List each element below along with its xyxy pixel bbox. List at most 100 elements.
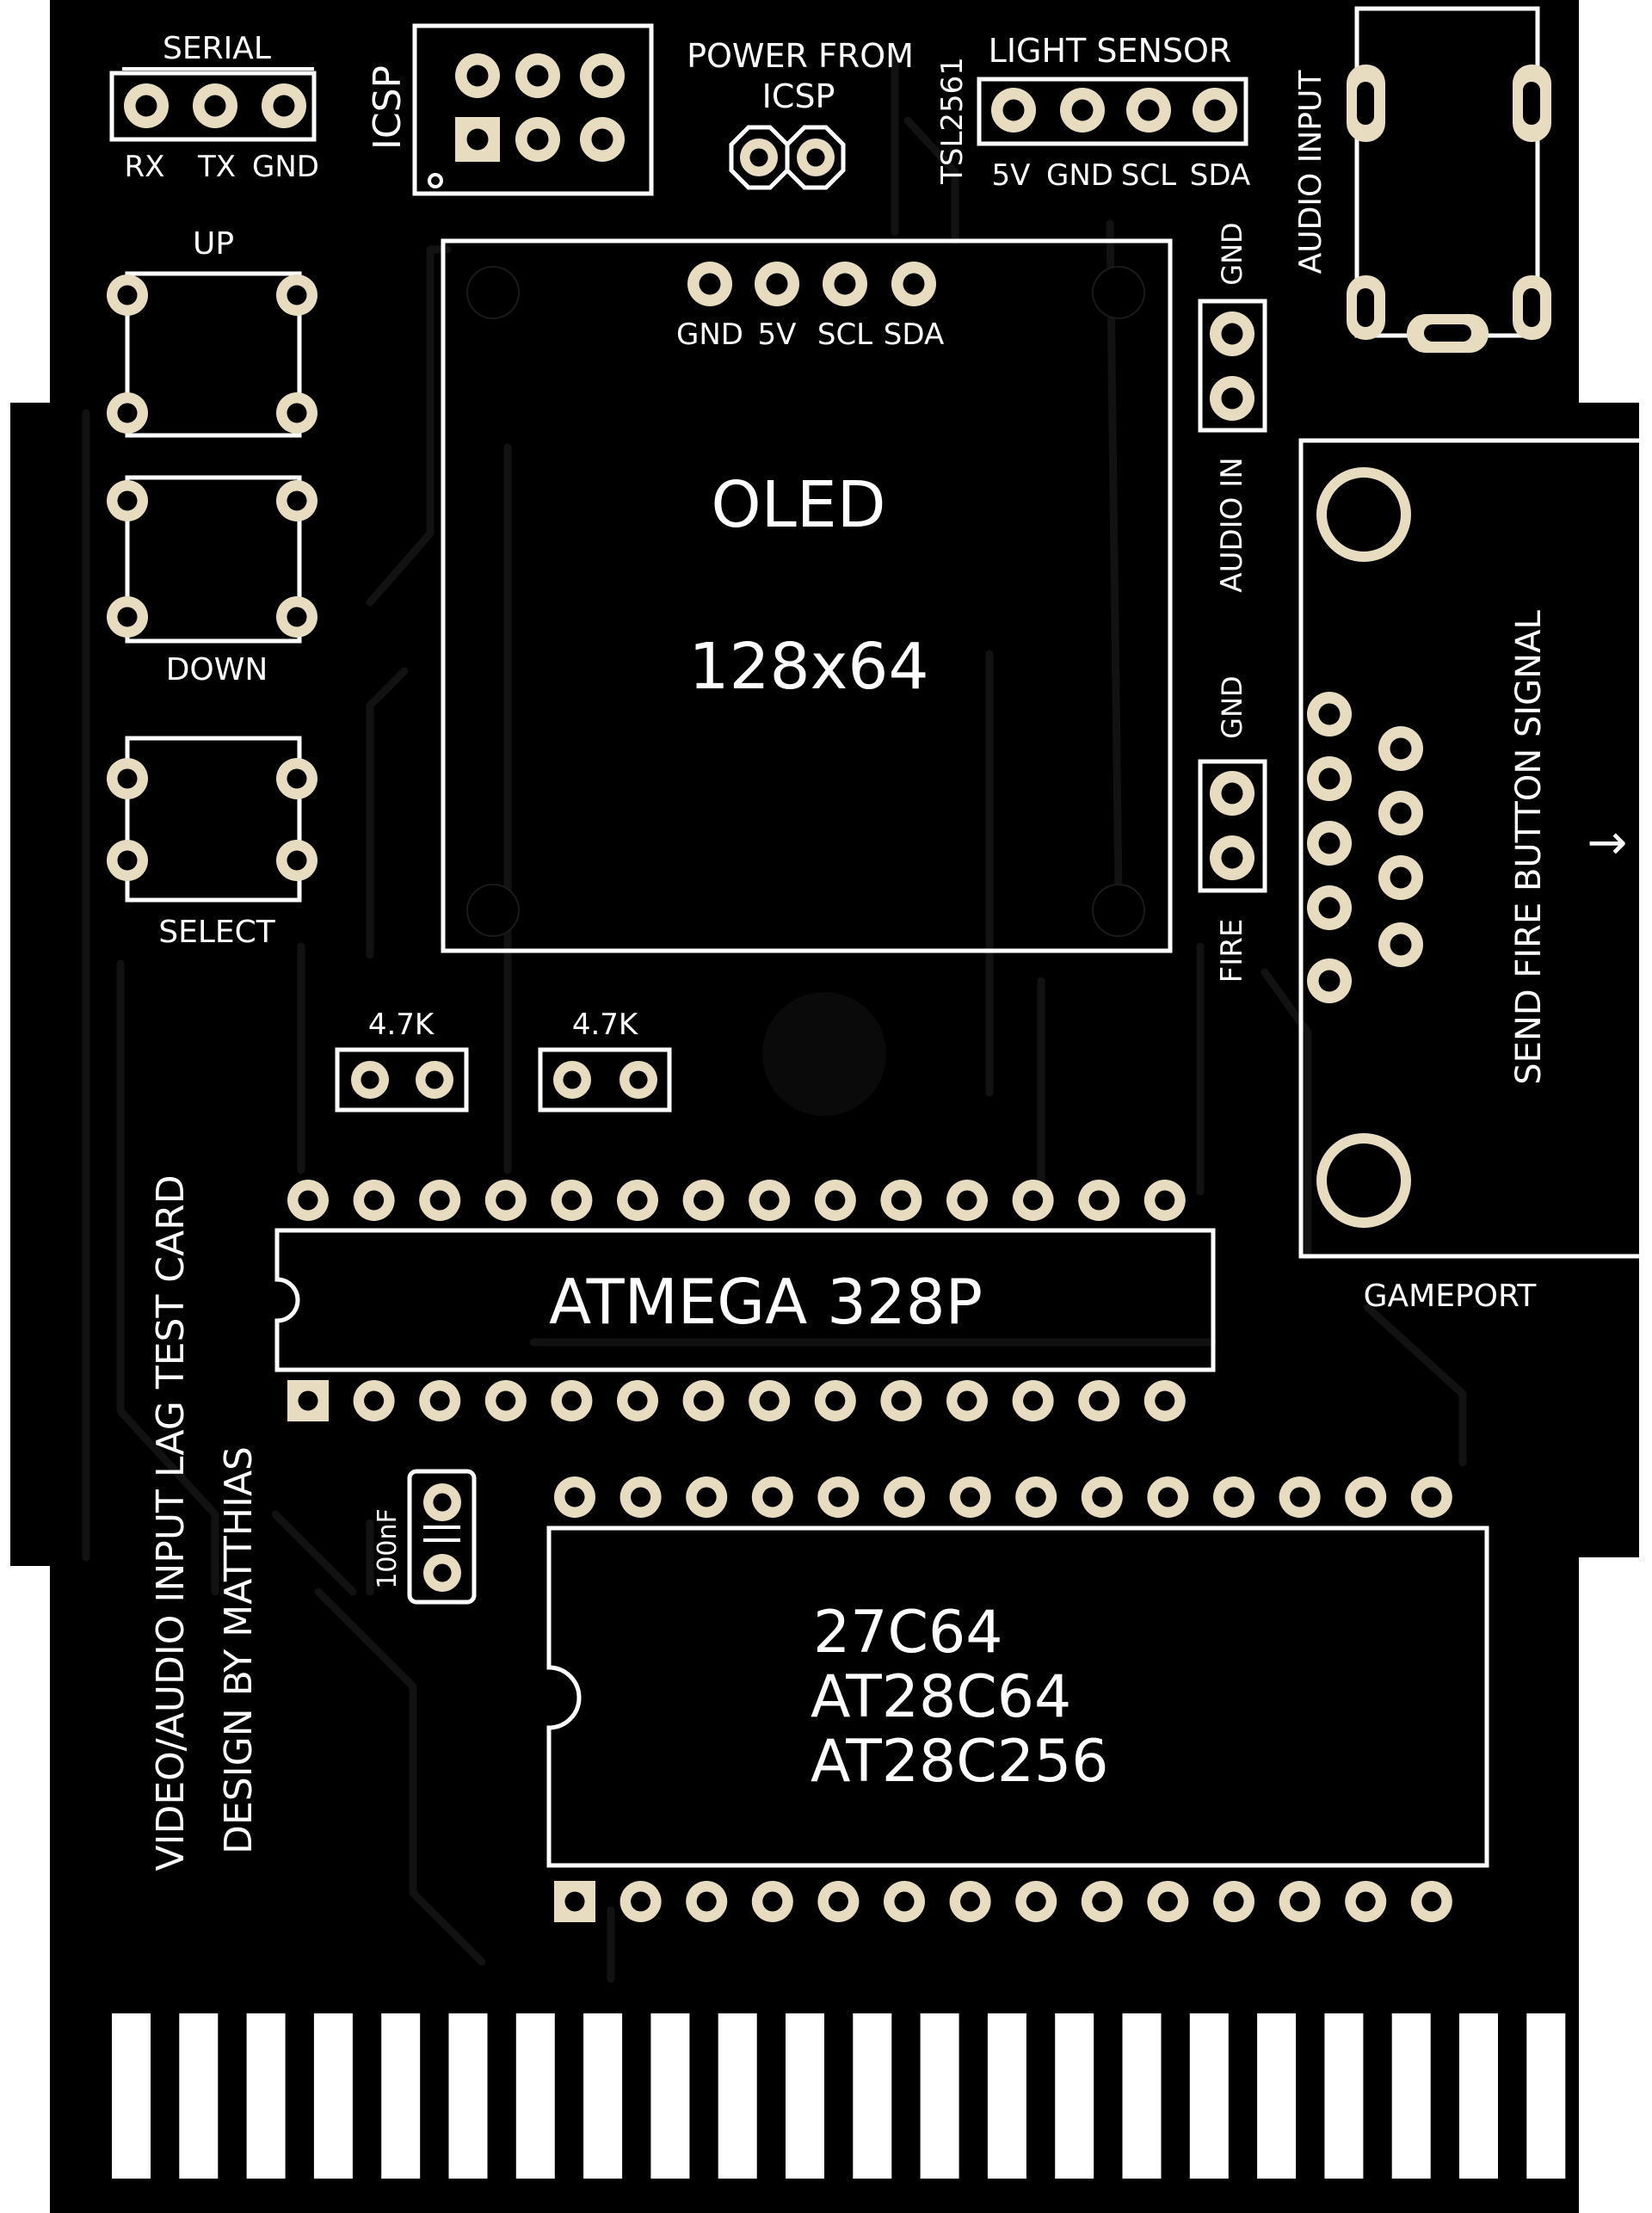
atmega-pin: [1078, 1180, 1120, 1221]
atmega-pin: [946, 1380, 988, 1421]
up-button[interactable]: UP: [125, 226, 302, 438]
audio-input-label: AUDIO INPUT: [1293, 70, 1328, 274]
eeprom-pin: [1213, 1476, 1254, 1518]
eeprom-pin: [1147, 1476, 1189, 1518]
eeprom-pin: [817, 1476, 860, 1518]
fire-gnd-label: GND: [1216, 675, 1248, 738]
eeprom-pin: [1213, 1881, 1254, 1922]
eeprom-pin: [1279, 1476, 1321, 1518]
eeprom-label-1: 27C64: [813, 1599, 1003, 1667]
eeprom-pin: [620, 1881, 662, 1922]
atmega-pin: [617, 1380, 658, 1421]
button-pin: [276, 392, 317, 434]
oled-scl-pin-label: SCL: [817, 317, 872, 352]
button-pin: [107, 840, 148, 881]
edge-contact: [920, 2013, 959, 2179]
power-jumper-pin: [740, 139, 778, 176]
edge-contact: [1257, 2013, 1297, 2179]
arrow-right-icon: →: [1587, 815, 1628, 871]
oled-label: OLED: [711, 468, 885, 542]
eeprom-pin: [554, 1881, 595, 1922]
atmega-chip: ATMEGA 328P: [274, 1228, 1216, 1372]
edge-contact: [112, 2013, 151, 2179]
fire-pin: [1210, 835, 1254, 880]
icsp-pin: [515, 53, 560, 98]
eeprom-pin: [884, 1881, 925, 1922]
eeprom-pin: [1015, 1476, 1057, 1518]
designer-credit: DESIGN BY MATTHIAS: [217, 1446, 261, 1854]
button-pin: [276, 480, 317, 521]
edge-contact: [853, 2013, 892, 2179]
resistor-pin: [553, 1061, 591, 1099]
serial-pin: [124, 83, 169, 128]
atmega-pin: [287, 1180, 329, 1221]
capacitor-label: 100nF: [373, 1508, 403, 1589]
button-pin: [276, 596, 317, 638]
icsp-pin: [455, 117, 500, 162]
serial-pin: [193, 83, 237, 128]
send-fire-label: SEND FIRE BUTTON SIGNAL: [1509, 610, 1549, 1085]
edge-contact: [246, 2013, 286, 2179]
eeprom-pin: [1279, 1881, 1321, 1922]
oled-resolution-label: 128x64: [688, 630, 928, 704]
eeprom-pin: [949, 1476, 991, 1518]
light-sensor-pin: [1060, 88, 1105, 133]
capacitor-pin: [423, 1483, 461, 1521]
oled-pin: [823, 262, 867, 306]
serial-tx-label: TX: [197, 150, 236, 184]
atmega-label: ATMEGA 328P: [549, 1266, 983, 1338]
gameport-pin: [1307, 885, 1352, 930]
capacitor-100nf: 100nF: [373, 1469, 477, 1605]
eeprom-pin: [1410, 1881, 1452, 1922]
button-pin: [107, 480, 148, 521]
edge-contact: [987, 2013, 1026, 2179]
oled-5v-pin-label: 5V: [758, 317, 797, 352]
resistor-1: 4.7K: [335, 1008, 469, 1113]
power-from-label: POWER FROM: [687, 37, 914, 75]
gameport-connector: SEND FIRE BUTTON SIGNAL → GAMEPORT: [1298, 438, 1639, 1314]
atmega-pin: [946, 1180, 988, 1221]
eeprom-pin: [1081, 1881, 1123, 1922]
icsp-pin: [455, 53, 500, 98]
edge-contact: [179, 2013, 219, 2179]
resistor-pin: [416, 1061, 453, 1099]
edge-contact: [1122, 2013, 1162, 2179]
audio-in-pin: [1210, 311, 1254, 356]
serial-pin: [262, 83, 306, 128]
icsp-header: ICSP: [366, 23, 654, 196]
atmega-pin: [682, 1180, 724, 1221]
resistor-pin: [351, 1061, 389, 1099]
audio-input-jack: AUDIO INPUT: [1293, 6, 1551, 353]
light-sensor-pin: [1193, 88, 1237, 133]
light-sda-label: SDA: [1190, 158, 1250, 193]
audio-gnd-label: GND: [1216, 222, 1248, 285]
gameport-pin: [1378, 791, 1423, 835]
power-jumper-pin: [797, 139, 835, 176]
gameport-pin: [1307, 692, 1352, 737]
atmega-pin: [749, 1380, 791, 1421]
eeprom-pin: [751, 1476, 793, 1518]
audio-in-header: GND AUDIO IN: [1198, 222, 1267, 593]
edge-contact: [1189, 2013, 1229, 2179]
eeprom-pin: [817, 1881, 860, 1922]
power-jumper: POWER FROM ICSP: [687, 37, 914, 190]
select-button[interactable]: SELECT: [125, 736, 302, 950]
eeprom-pin: [751, 1881, 793, 1922]
edge-contact: [1055, 2013, 1094, 2179]
down-button[interactable]: DOWN: [125, 475, 302, 687]
atmega-pin: [880, 1380, 922, 1421]
atmega-pin: [1012, 1180, 1054, 1221]
eeprom-pin: [620, 1476, 662, 1518]
light-sensor-pin: [1126, 88, 1171, 133]
audio-in-label: AUDIO IN: [1215, 457, 1249, 592]
select-label: SELECT: [158, 915, 276, 950]
atmega-pin: [419, 1380, 461, 1421]
button-pin: [107, 758, 148, 799]
atmega-pin: [1078, 1380, 1120, 1421]
light-sensor-pin: [991, 88, 1036, 133]
light-gnd-label: GND: [1046, 158, 1113, 193]
tsl-label: TSL2561: [935, 57, 970, 185]
oled-gnd-pin-label: GND: [676, 317, 743, 352]
edge-contact: [448, 2013, 488, 2179]
atmega-pin: [551, 1380, 593, 1421]
